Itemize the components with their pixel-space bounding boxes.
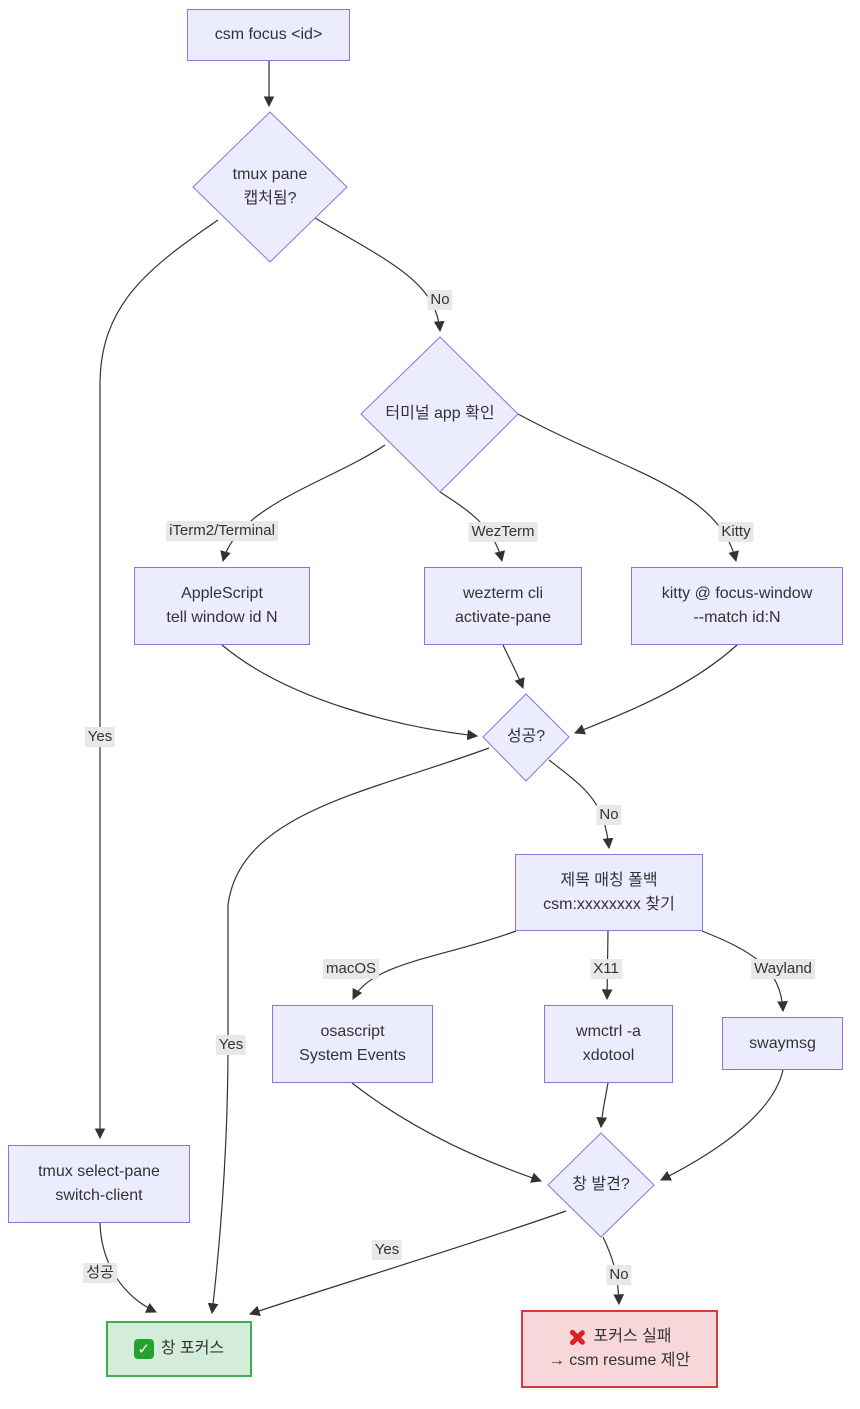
decision-tmux-captured-shape [192, 111, 348, 263]
edge-label-tmux-ok: 성공 [83, 1263, 117, 1283]
edge-captured-no [314, 217, 445, 333]
node-wmctrl: wmctrl -a xdotool [544, 1005, 673, 1083]
edge-applescript-success [221, 644, 479, 741]
decision-terminal-check-shape [360, 336, 519, 493]
edge-label-kitty: Kitty [718, 522, 754, 542]
edge-terminal-iterm [220, 444, 386, 563]
edge-success-no [548, 759, 614, 850]
edge-wezterm-success [502, 644, 525, 690]
edge-osascript-found [351, 1082, 543, 1183]
node-focus-success-label: 창 포커스 [160, 1340, 225, 1357]
node-wezterm: wezterm cli activate-pane [424, 567, 582, 645]
edge-label-wayland: Wayland [751, 959, 815, 979]
node-swaymsg-label: swaymsg [749, 1034, 816, 1052]
check-icon: ✓ [133, 1339, 154, 1359]
node-kitty: kitty @ focus-window --match id:N [631, 567, 843, 645]
node-csm-focus-label: csm focus <id> [214, 26, 323, 43]
node-focus-success: ✓ 창 포커스 [106, 1321, 252, 1377]
node-title-fallback: 제목 매칭 폴백 csm:xxxxxxxx 찾기 [515, 854, 703, 931]
cross-icon [567, 1328, 586, 1347]
node-tmux-select-line1: tmux select-pane [38, 1163, 160, 1180]
node-wmctrl-line2: xdotool [582, 1047, 635, 1064]
edge-label-iterm: iTerm2/Terminal [166, 521, 278, 541]
node-osascript: osascript System Events [272, 1005, 433, 1083]
edge-fallback-macos [352, 930, 517, 1000]
edge-terminal-wezterm [439, 491, 506, 563]
edge-label-yes-success: Yes [215, 1035, 247, 1055]
node-focus-fail: 포커스 실패 → csm resume 제안 [521, 1310, 718, 1388]
decision-success-shape [482, 693, 570, 782]
edge-label-x11: X11 [590, 959, 622, 979]
node-kitty-line2: --match id:N [693, 609, 781, 626]
edge-label-no-capture: No [427, 290, 453, 310]
edge-label-no-success: No [596, 805, 622, 825]
edge-label-yes-capture: Yes [84, 727, 116, 747]
edge-label-wezterm: WezTerm [468, 522, 538, 542]
node-swaymsg: swaymsg [722, 1017, 843, 1070]
node-kitty-line1: kitty @ focus-window [661, 585, 813, 602]
edge-kitty-success [573, 644, 738, 735]
node-osascript-line1: osascript [320, 1023, 385, 1040]
node-wezterm-line1: wezterm cli [462, 585, 543, 602]
node-tmux-select: tmux select-pane switch-client [8, 1145, 190, 1223]
node-osascript-line2: System Events [299, 1047, 406, 1064]
node-tmux-select-line2: switch-client [55, 1187, 143, 1204]
node-csm-focus: csm focus <id> [187, 9, 350, 61]
edge-captured-yes [94, 219, 219, 1140]
node-applescript-line1: AppleScript [181, 585, 263, 602]
node-applescript: AppleScript tell window id N [134, 567, 310, 645]
node-focus-success-row: ✓ 창 포커스 [133, 1337, 225, 1361]
edge-label-macos: macOS [322, 959, 380, 979]
node-wmctrl-line1: wmctrl -a [576, 1023, 641, 1040]
node-focus-fail-line2: → csm resume 제안 [548, 1352, 691, 1369]
node-focus-fail-line1: 포커스 실패 [593, 1328, 672, 1345]
node-title-fallback-line1: 제목 매칭 폴백 [560, 871, 658, 889]
decision-window-found-shape [547, 1132, 655, 1238]
edge-swaymsg-found [660, 1069, 784, 1181]
edge-label-no-found: No [606, 1265, 632, 1285]
node-wezterm-line2: activate-pane [454, 609, 552, 626]
node-title-fallback-line2: csm:xxxxxxxx 찾기 [543, 895, 675, 913]
edge-wmctrl-found [596, 1082, 609, 1129]
node-focus-fail-row: 포커스 실패 [567, 1325, 671, 1349]
edge-label-yes-found: Yes [371, 1240, 403, 1260]
node-applescript-line2: tell window id N [166, 609, 278, 626]
edge-found-yes [248, 1210, 567, 1317]
edge-terminal-kitty [517, 413, 739, 563]
edge-success-yes [207, 747, 490, 1315]
